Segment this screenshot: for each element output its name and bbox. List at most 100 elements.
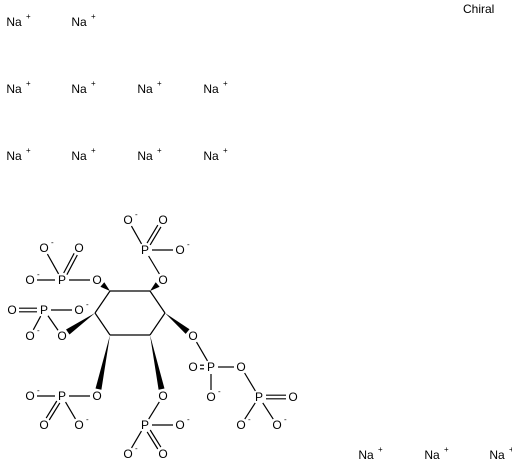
- oxide-anion: O-: [25, 270, 40, 287]
- phosphorus-atom: P: [207, 360, 215, 374]
- oxide-anion: O-: [123, 210, 138, 227]
- svg-text:O: O: [123, 447, 132, 461]
- svg-text:+: +: [509, 445, 512, 454]
- svg-text:-: -: [86, 300, 89, 309]
- svg-text:O: O: [92, 389, 101, 403]
- svg-text:O: O: [25, 329, 34, 343]
- ring-bond: [94, 312, 111, 336]
- o-p-bond: [148, 255, 160, 275]
- svg-text:-: -: [37, 270, 40, 279]
- stereo-wedge-bond: [66, 313, 95, 335]
- ring-bond: [149, 290, 166, 314]
- p-o-double-bond: [63, 253, 75, 274]
- phosphorus-atom: P: [141, 243, 149, 257]
- o-p-bond: [244, 372, 256, 392]
- p-o-double-bond: [146, 224, 159, 244]
- ring-oxygen: O: [92, 389, 101, 403]
- oxide-anion: O-: [272, 415, 287, 432]
- ring-bond: [149, 312, 166, 336]
- sodium-ion: Na+: [203, 146, 228, 163]
- svg-text:O: O: [158, 273, 167, 287]
- phosphorus-atom: P: [58, 273, 66, 287]
- svg-text:P: P: [141, 418, 149, 432]
- bonds-layer: [19, 224, 286, 450]
- svg-text:Na: Na: [6, 15, 22, 29]
- svg-text:-: -: [218, 387, 221, 396]
- svg-text:Na: Na: [424, 448, 440, 462]
- svg-text:Na: Na: [203, 82, 219, 96]
- stereo-wedge-bond: [100, 282, 110, 291]
- svg-text:+: +: [26, 12, 31, 21]
- svg-text:O: O: [206, 390, 215, 404]
- svg-text:-: -: [248, 415, 251, 424]
- phosphorus-atom: P: [58, 389, 66, 403]
- svg-text:O: O: [288, 390, 297, 404]
- p-o-bond: [32, 315, 42, 331]
- p-o-double-bond: [146, 431, 159, 450]
- svg-text:+: +: [26, 79, 31, 88]
- oxo-oxygen: O: [7, 303, 16, 317]
- sodium-ion: Na+: [137, 79, 162, 96]
- sodium-ion: Na+: [71, 146, 96, 163]
- oxide-anion: O-: [206, 387, 221, 404]
- svg-text:O: O: [74, 241, 83, 255]
- p-o-double-bond: [149, 226, 162, 246]
- ring-oxygen: O: [57, 329, 66, 343]
- svg-text:Na: Na: [137, 82, 153, 96]
- svg-text:-: -: [37, 386, 40, 395]
- svg-text:+: +: [223, 79, 228, 88]
- ring-oxygen: O: [158, 273, 167, 287]
- oxo-oxygen: O: [288, 390, 297, 404]
- svg-text:-: -: [51, 238, 54, 247]
- oxide-anion: O-: [123, 444, 138, 461]
- p-o-double-bond: [66, 254, 78, 275]
- p-o-bond: [131, 430, 142, 449]
- sodium-ion: Na+: [6, 146, 31, 163]
- chiral-label: Chiral: [463, 2, 494, 16]
- svg-text:-: -: [187, 415, 190, 424]
- oxide-anion: O-: [175, 415, 190, 432]
- oxide-anion: O-: [25, 326, 40, 343]
- svg-text:O: O: [123, 213, 132, 227]
- ring-oxygen: O: [188, 329, 197, 343]
- svg-text:O: O: [236, 418, 245, 432]
- oxo-oxygen: O: [39, 418, 48, 432]
- phosphorus-atom: P: [141, 418, 149, 432]
- svg-text:O: O: [92, 273, 101, 287]
- svg-text:O: O: [175, 418, 184, 432]
- svg-text:Na: Na: [71, 82, 87, 96]
- svg-text:P: P: [40, 303, 48, 317]
- p-o-double-bond: [48, 402, 61, 421]
- svg-text:Na: Na: [358, 448, 374, 462]
- svg-text:-: -: [86, 415, 89, 424]
- o-p-bond: [148, 401, 160, 420]
- bridging-oxygen: O: [236, 360, 245, 374]
- oxo-oxygen: O: [74, 241, 83, 255]
- sodium-ion: Na +: [6, 12, 31, 29]
- stereo-wedge-bond: [165, 313, 190, 334]
- svg-text:Na: Na: [6, 82, 22, 96]
- svg-text:Na: Na: [203, 149, 219, 163]
- svg-text:O: O: [158, 447, 167, 461]
- oxide-anion: O-: [74, 415, 89, 432]
- svg-text:O: O: [236, 360, 245, 374]
- oxide-anion: O-: [74, 300, 89, 317]
- svg-text:P: P: [255, 390, 263, 404]
- sodium-ion: Na+: [358, 445, 383, 462]
- svg-text:O: O: [57, 329, 66, 343]
- svg-text:O: O: [175, 243, 184, 257]
- svg-text:-: -: [187, 240, 190, 249]
- sodium-ion: Na+: [71, 12, 96, 29]
- svg-text:O: O: [74, 418, 83, 432]
- svg-text:-: -: [37, 326, 40, 335]
- sodium-ion: Na+: [137, 146, 162, 163]
- o-p-bond: [195, 341, 209, 362]
- sodium-ion: Na+: [71, 79, 96, 96]
- svg-text:O: O: [39, 418, 48, 432]
- stereo-wedge-bond: [150, 282, 160, 291]
- sodium-ion: Na+: [489, 445, 512, 462]
- svg-text:O: O: [188, 360, 197, 374]
- svg-text:P: P: [141, 243, 149, 257]
